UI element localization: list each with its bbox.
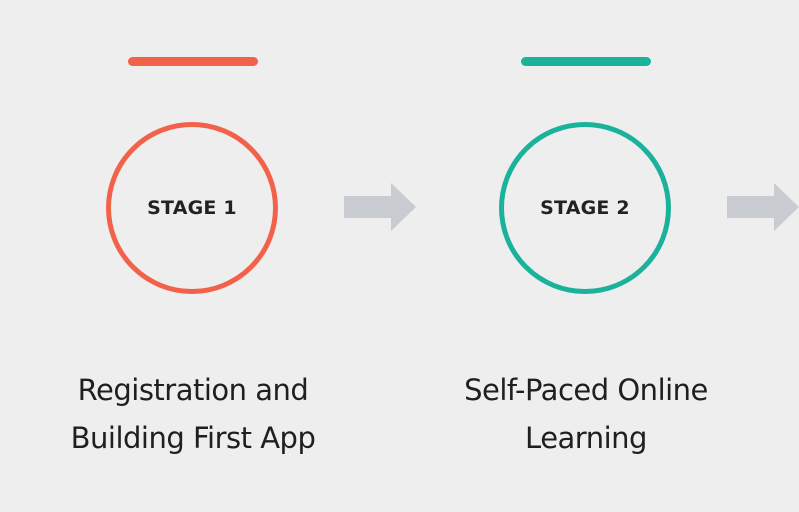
stage-2: STAGE 2 Self-Paced Online Learning: [456, 0, 716, 512]
stage-1-title-line-2: Building First App: [70, 421, 316, 455]
right-arrow-icon: [344, 183, 416, 231]
stage-1-label: STAGE 1: [147, 197, 237, 219]
stage-1-circle: STAGE 1: [106, 122, 278, 294]
stage-2-circle: STAGE 2: [499, 122, 671, 294]
stage-1-accent-bar: [128, 57, 258, 66]
stage-1-title-line-1: Registration and: [77, 373, 309, 407]
right-arrow-icon: [727, 183, 799, 231]
stage-2-label: STAGE 2: [540, 197, 630, 219]
stage-2-title-line-2: Learning: [525, 421, 647, 455]
stage-2-title: Self-Paced Online Learning: [456, 366, 716, 462]
stage-2-accent-bar: [521, 57, 651, 66]
stage-1: STAGE 1 Registration and Building First …: [63, 0, 323, 512]
stage-1-title: Registration and Building First App: [63, 366, 323, 462]
stage-2-title-line-1: Self-Paced Online: [464, 373, 708, 407]
